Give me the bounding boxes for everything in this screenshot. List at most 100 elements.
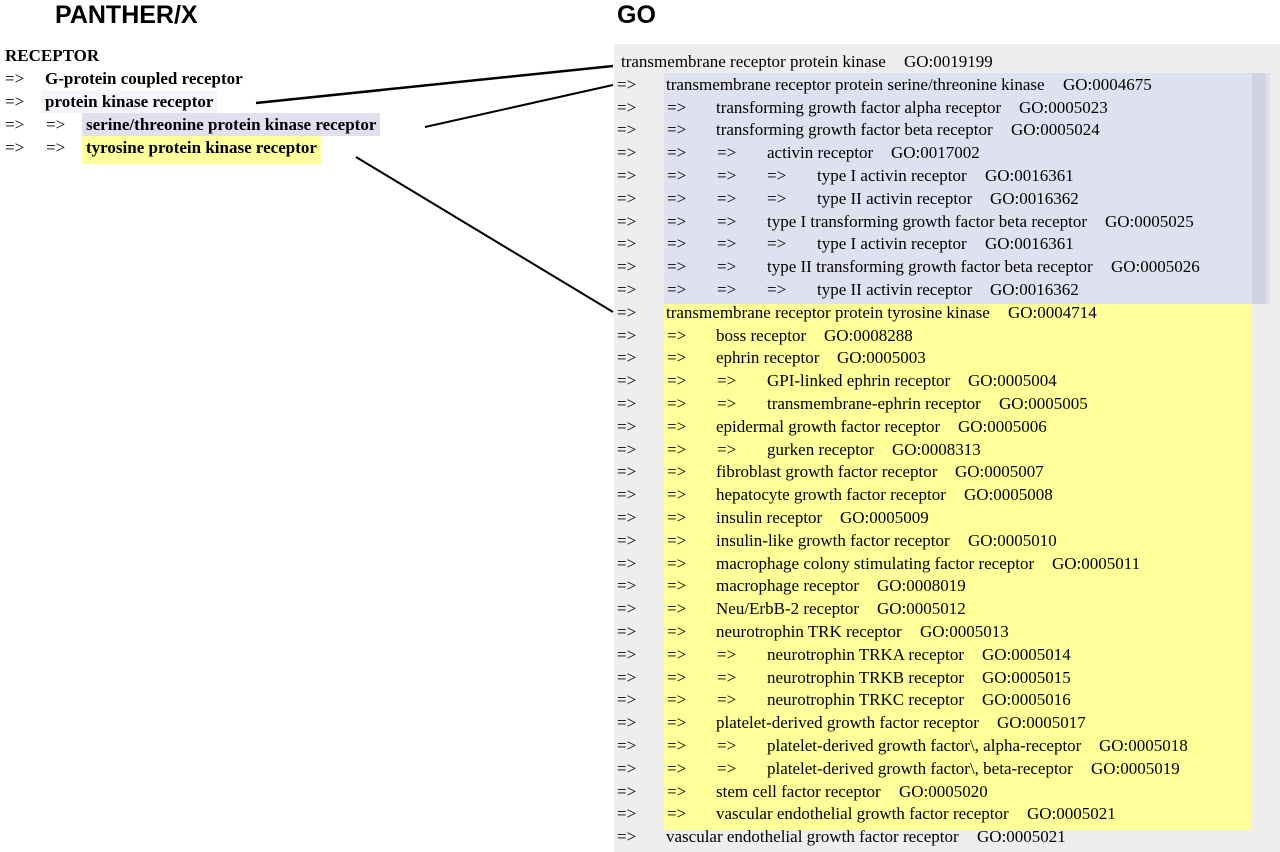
go-term-label: neurotrophin TRKB receptor xyxy=(767,667,965,687)
hierarchy-arrow: => xyxy=(667,758,687,778)
go-term-id: GO:0005005 xyxy=(999,394,1088,413)
hierarchy-arrow: => xyxy=(617,97,637,117)
hierarchy-arrow: => xyxy=(717,439,737,459)
go-term-id: GO:0005017 xyxy=(997,713,1086,733)
go-term-label: activin receptor xyxy=(767,143,874,163)
go-term-label: transmembrane-ephrin receptor xyxy=(767,394,981,413)
connector-ser-thr-to-go-ser-thr xyxy=(424,84,614,128)
hierarchy-arrow: => xyxy=(617,348,637,368)
hierarchy-arrow: => xyxy=(667,599,687,619)
hierarchy-arrow: => xyxy=(617,120,637,140)
hierarchy-arrow: => xyxy=(617,280,637,299)
go-term-id: GO:0005013 xyxy=(920,622,1009,641)
go-term-label: gurken receptor xyxy=(767,439,875,459)
go-term-id: GO:0019199 xyxy=(904,52,993,71)
hierarchy-arrow: => xyxy=(717,371,737,391)
go-term-label: transforming growth factor alpha recepto… xyxy=(716,97,1002,117)
go-term-id: GO:0005014 xyxy=(982,644,1071,664)
hierarchy-arrow: => xyxy=(617,257,637,277)
hierarchy-arrow: => xyxy=(667,622,687,641)
go-term-label: platelet-derived growth factor\, alpha-r… xyxy=(767,736,1082,755)
hierarchy-arrow: => xyxy=(667,211,687,231)
hierarchy-arrow: => xyxy=(767,188,787,208)
go-term-id: GO:0005020 xyxy=(899,781,988,801)
hierarchy-arrow: => xyxy=(667,462,687,482)
hierarchy-arrow: => xyxy=(667,439,687,459)
hierarchy-arrow: => xyxy=(617,508,637,527)
hierarchy-arrow: => xyxy=(617,234,637,254)
hierarchy-arrow: => xyxy=(667,257,687,277)
hierarchy-arrow: => xyxy=(617,644,637,664)
hierarchy-arrow: => xyxy=(717,736,737,755)
go-term-label: neurotrophin TRKA receptor xyxy=(767,644,965,664)
hierarchy-arrow: => xyxy=(667,713,687,733)
go-term-label: neurotrophin TRKC receptor xyxy=(767,690,965,710)
go-term-id: GO:0005024 xyxy=(1011,120,1100,140)
hierarchy-arrow: => xyxy=(667,667,687,687)
hierarchy-arrow: => xyxy=(717,280,737,299)
hierarchy-arrow: => xyxy=(667,804,687,824)
go-term-label: type II activin receptor xyxy=(817,188,973,208)
go-term-id: GO:0005016 xyxy=(982,690,1071,710)
go-term-id: GO:0005011 xyxy=(1052,553,1141,573)
go-term-label: Neu/ErbB-2 receptor xyxy=(716,599,860,619)
hierarchy-arrow: => xyxy=(667,120,687,140)
hierarchy-arrow: => xyxy=(667,348,687,368)
go-term-label: transforming growth factor beta receptor xyxy=(716,120,993,140)
hierarchy-arrow: => xyxy=(667,690,687,710)
hierarchy-arrow: => xyxy=(717,143,737,163)
hierarchy-arrow: => xyxy=(717,667,737,687)
hierarchy-arrow: => xyxy=(717,234,737,254)
hierarchy-arrow: => xyxy=(617,553,637,573)
hierarchy-arrow: => xyxy=(617,371,637,391)
go-term-id: GO:0016362 xyxy=(990,188,1079,208)
hierarchy-arrow: => xyxy=(46,138,66,157)
hierarchy-arrow: => xyxy=(717,758,737,778)
hierarchy-arrow: => xyxy=(667,97,687,117)
go-term-id: GO:0005026 xyxy=(1111,257,1200,277)
go-term-label: epidermal growth factor receptor xyxy=(716,416,941,436)
go-term-label: fibroblast growth factor receptor xyxy=(716,462,938,482)
hierarchy-arrow: => xyxy=(667,280,687,299)
go-term-id: GO:0008313 xyxy=(892,439,981,459)
hierarchy-arrow: => xyxy=(617,781,637,801)
hierarchy-arrow: => xyxy=(767,234,787,254)
hierarchy-arrow: => xyxy=(667,576,687,596)
hierarchy-arrow: => xyxy=(717,644,737,664)
hierarchy-arrow: => xyxy=(617,211,637,231)
go-term-id: GO:0005007 xyxy=(955,462,1044,482)
go-term-label: type I activin receptor xyxy=(817,234,967,254)
go-term-id: GO:0005010 xyxy=(968,530,1057,550)
go-term-id: GO:0005006 xyxy=(958,416,1047,436)
hierarchy-arrow: => xyxy=(667,644,687,664)
hierarchy-arrow: => xyxy=(717,188,737,208)
go-term-label: hepatocyte growth factor receptor xyxy=(716,485,946,505)
hierarchy-arrow: => xyxy=(617,530,637,550)
go-term-id: GO:0008019 xyxy=(877,576,966,596)
go-term-id: GO:0005008 xyxy=(964,485,1053,505)
go-term-id: GO:0017002 xyxy=(891,143,980,163)
panther-term-label: serine/threonine protein kinase receptor xyxy=(82,113,381,136)
hierarchy-arrow: => xyxy=(46,115,66,134)
go-term-label: transmembrane receptor protein kinase xyxy=(621,52,886,71)
hierarchy-arrow: => xyxy=(617,827,637,847)
go-term-id: GO:0005003 xyxy=(837,348,926,368)
panther-term-label: G-protein coupled receptor xyxy=(45,69,243,88)
tyrosine-highlight-block xyxy=(664,304,1252,830)
hierarchy-arrow: => xyxy=(667,143,687,163)
hierarchy-arrow: => xyxy=(717,257,737,277)
go-term-id: GO:0005015 xyxy=(982,667,1071,687)
go-heading: GO xyxy=(617,1,656,29)
panther-term-label: tyrosine protein kinase receptor xyxy=(82,136,321,164)
go-term-id: GO:0005009 xyxy=(840,508,929,527)
connector-tyrosine-to-go-tyrosine xyxy=(355,156,614,313)
hierarchy-arrow: => xyxy=(767,280,787,299)
go-term-id: GO:0004675 xyxy=(1063,74,1152,94)
go-term-id: GO:0005018 xyxy=(1099,736,1188,755)
hierarchy-arrow: => xyxy=(667,553,687,573)
hierarchy-arrow: => xyxy=(617,599,637,619)
hierarchy-arrow: => xyxy=(717,211,737,231)
hierarchy-arrow: => xyxy=(667,166,687,185)
hierarchy-arrow: => xyxy=(667,188,687,208)
hierarchy-arrow: => xyxy=(667,416,687,436)
